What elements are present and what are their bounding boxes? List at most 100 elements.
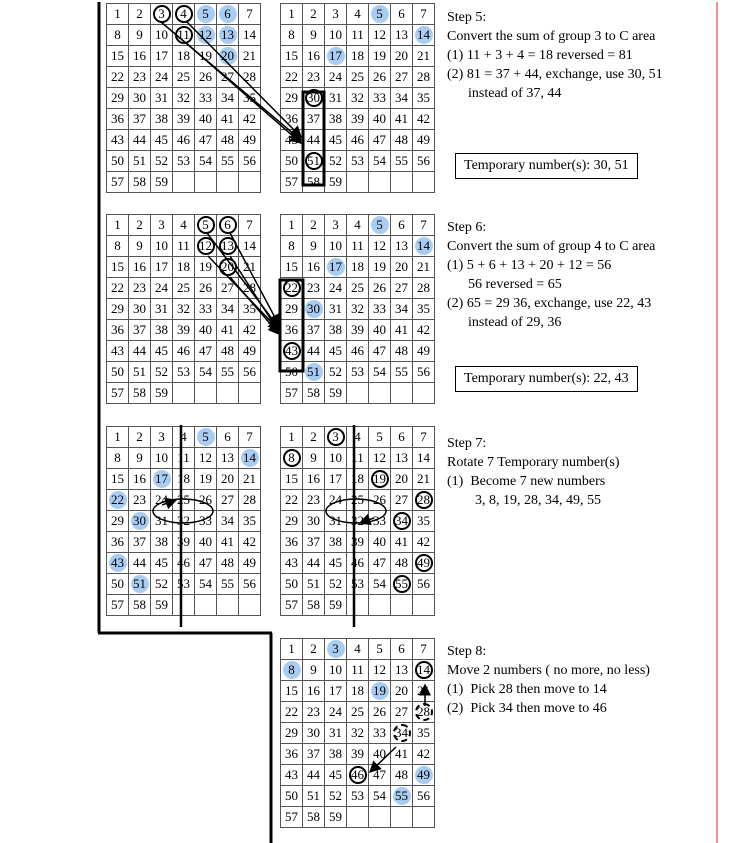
grid-cell: 25 <box>346 66 369 88</box>
grid-number: 24 <box>155 280 168 295</box>
grid-cell: 41 <box>216 108 239 130</box>
grid-number: 17 <box>155 48 168 63</box>
grid-number: 24 <box>329 704 342 719</box>
grid-number: 39 <box>351 111 364 126</box>
grid-number: 44 <box>307 132 320 147</box>
grid-number: 45 <box>329 767 342 782</box>
grid-cell: 38 <box>324 108 347 130</box>
grid-number: 41 <box>395 746 408 761</box>
grid-number: 17 <box>155 259 168 274</box>
grid-cell: 36 <box>106 531 129 553</box>
grid-cell <box>172 382 195 404</box>
grid-cell: 56 <box>412 785 435 807</box>
grid-cell: 26 <box>368 489 391 511</box>
grid-cell: 1 <box>280 3 303 25</box>
grid-number: 44 <box>133 555 146 570</box>
grid-cell: 5 <box>194 3 217 25</box>
grid-number: 9 <box>310 238 317 253</box>
grid-number: 13 <box>395 662 408 677</box>
grid-cell: 34 <box>216 87 239 109</box>
grid-cell: 8 <box>106 447 129 469</box>
grid-cell: 17 <box>324 680 347 702</box>
grid-cell: 34 <box>390 87 413 109</box>
grid-cell: 58 <box>128 382 151 404</box>
grid-cell: 30 <box>302 510 325 532</box>
grid-cell: 16 <box>128 256 151 278</box>
grid-cell: 12 <box>368 447 391 469</box>
grid-cell: 6 <box>390 3 413 25</box>
grid-number: 50 <box>111 576 124 591</box>
grid-cell: 55 <box>390 361 413 383</box>
grid-number: 57 <box>285 597 298 612</box>
grid-cell: 59 <box>324 382 347 404</box>
grid-cell: 57 <box>280 806 303 828</box>
grid-number: 40 <box>373 534 386 549</box>
grid-cell: 19 <box>368 680 391 702</box>
grid-cell: 57 <box>280 382 303 404</box>
grid-cell: 13 <box>390 235 413 257</box>
grid-cell: 55 <box>390 150 413 172</box>
grid-number: 32 <box>351 725 364 740</box>
grid-number: 30 <box>133 301 146 316</box>
grid-number: 25 <box>177 492 190 507</box>
grid-number: 52 <box>329 576 342 591</box>
grid-cell: 37 <box>128 108 151 130</box>
grid-number: 19 <box>199 259 212 274</box>
grid-number: 49 <box>243 343 256 358</box>
grid-number: 57 <box>111 597 124 612</box>
grid-number: 6 <box>224 429 231 444</box>
grid-number: 7 <box>246 217 253 232</box>
grid-number: 7 <box>420 429 427 444</box>
grid-cell: 1 <box>280 426 303 448</box>
grid-number: 43 <box>111 132 124 147</box>
grid-number: 36 <box>111 111 124 126</box>
grid-number: 19 <box>370 682 389 700</box>
grid-cell: 34 <box>390 298 413 320</box>
grid-cell: 2 <box>302 3 325 25</box>
grid-number: 35 <box>417 90 430 105</box>
grid-cell <box>172 171 195 193</box>
grid-cell: 55 <box>216 361 239 383</box>
grid-cell: 2 <box>128 426 151 448</box>
grid-number: 37 <box>133 111 146 126</box>
grid-number: 19 <box>373 259 386 274</box>
grid-cell: 43 <box>106 340 129 362</box>
grid-number: 47 <box>373 767 386 782</box>
grid-cell: 31 <box>324 722 347 744</box>
grid-number: 39 <box>177 111 190 126</box>
grid-number: 59 <box>329 385 342 400</box>
grid-number: 37 <box>307 534 320 549</box>
grid-cell: 22 <box>280 489 303 511</box>
grid-cell: 50 <box>106 361 129 383</box>
grid-cell: 47 <box>368 552 391 574</box>
grid-cell: 55 <box>390 573 413 595</box>
grid-cell: 11 <box>346 659 369 681</box>
grid-cell: 35 <box>412 87 435 109</box>
grid-number: 56 <box>417 788 430 803</box>
grid-number: 8 <box>288 238 295 253</box>
grid-number: 13 <box>221 450 234 465</box>
grid-number: 3 <box>152 5 171 23</box>
grid-number: 44 <box>133 132 146 147</box>
grid-number: 43 <box>285 132 298 147</box>
grid-number: 53 <box>351 576 364 591</box>
grid-number: 59 <box>329 597 342 612</box>
grid-number: 33 <box>199 90 212 105</box>
step5-line: instead of 37, 44 <box>447 86 562 101</box>
grid-cell: 38 <box>150 319 173 341</box>
grid-cell <box>346 171 369 193</box>
grid-cell: 40 <box>368 531 391 553</box>
grid-number: 9 <box>310 450 317 465</box>
